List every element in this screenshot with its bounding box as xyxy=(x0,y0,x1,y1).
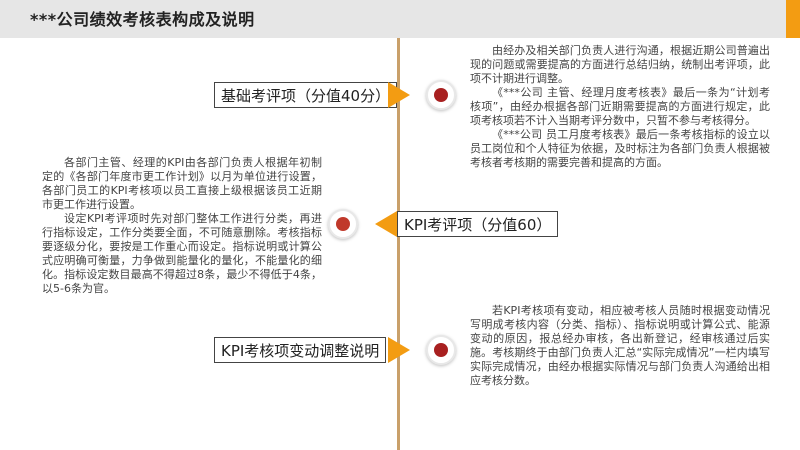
kpi-item-label: KPI考评项（分值60） xyxy=(397,211,559,237)
adjust-item-label: KPI考核项变动调整说明 xyxy=(214,337,387,363)
kpi-paragraph-1: 各部门主管、经理的KPI由各部门负责人根据年初制定的《各部门年度市更工作计划》以… xyxy=(42,156,322,211)
basic-node-icon xyxy=(426,80,456,110)
basic-item-label: 基础考评项（分值40分） xyxy=(214,82,398,108)
accent-tab xyxy=(786,0,800,38)
kpi-arrow-icon xyxy=(375,211,397,237)
basic-paragraph-2: 《***公司 主管、经理月度考核表》最后一条为“计划考核项”，由经办根据各部门近… xyxy=(470,86,770,127)
adjust-paragraph-1: 若KPI考核项有变动，相应被考核人员随时根据变动情况写明成考核内容（分类、指标）… xyxy=(470,304,770,387)
basic-arrow-icon xyxy=(388,82,410,108)
basic-paragraph-3: 《***公司 员工月度考核表》最后一条考核指标的设立以员工岗位和个人特征为依据，… xyxy=(470,128,770,169)
timeline-line xyxy=(397,38,400,450)
adjust-description: 若KPI考核项有变动，相应被考核人员随时根据变动情况写明成考核内容（分类、指标）… xyxy=(470,304,770,388)
kpi-description: 各部门主管、经理的KPI由各部门负责人根据年初制定的《各部门年度市更工作计划》以… xyxy=(42,156,322,296)
basic-description: 由经办及相关部门负责人进行沟通，根据近期公司普遍出现的问题或需要提高的方面进行总… xyxy=(470,44,770,170)
adjust-node-icon xyxy=(426,335,456,365)
adjust-arrow-icon xyxy=(388,337,410,363)
page-title: ***公司绩效考核表构成及说明 xyxy=(30,10,255,29)
basic-paragraph-1: 由经办及相关部门负责人进行沟通，根据近期公司普遍出现的问题或需要提高的方面进行总… xyxy=(470,44,770,85)
kpi-paragraph-2: 设定KPI考评项时先对部门整体工作进行分类，再进行指标设定，工作分类要全面，不可… xyxy=(42,212,322,295)
kpi-node-icon xyxy=(328,209,358,239)
header-band xyxy=(0,0,800,38)
